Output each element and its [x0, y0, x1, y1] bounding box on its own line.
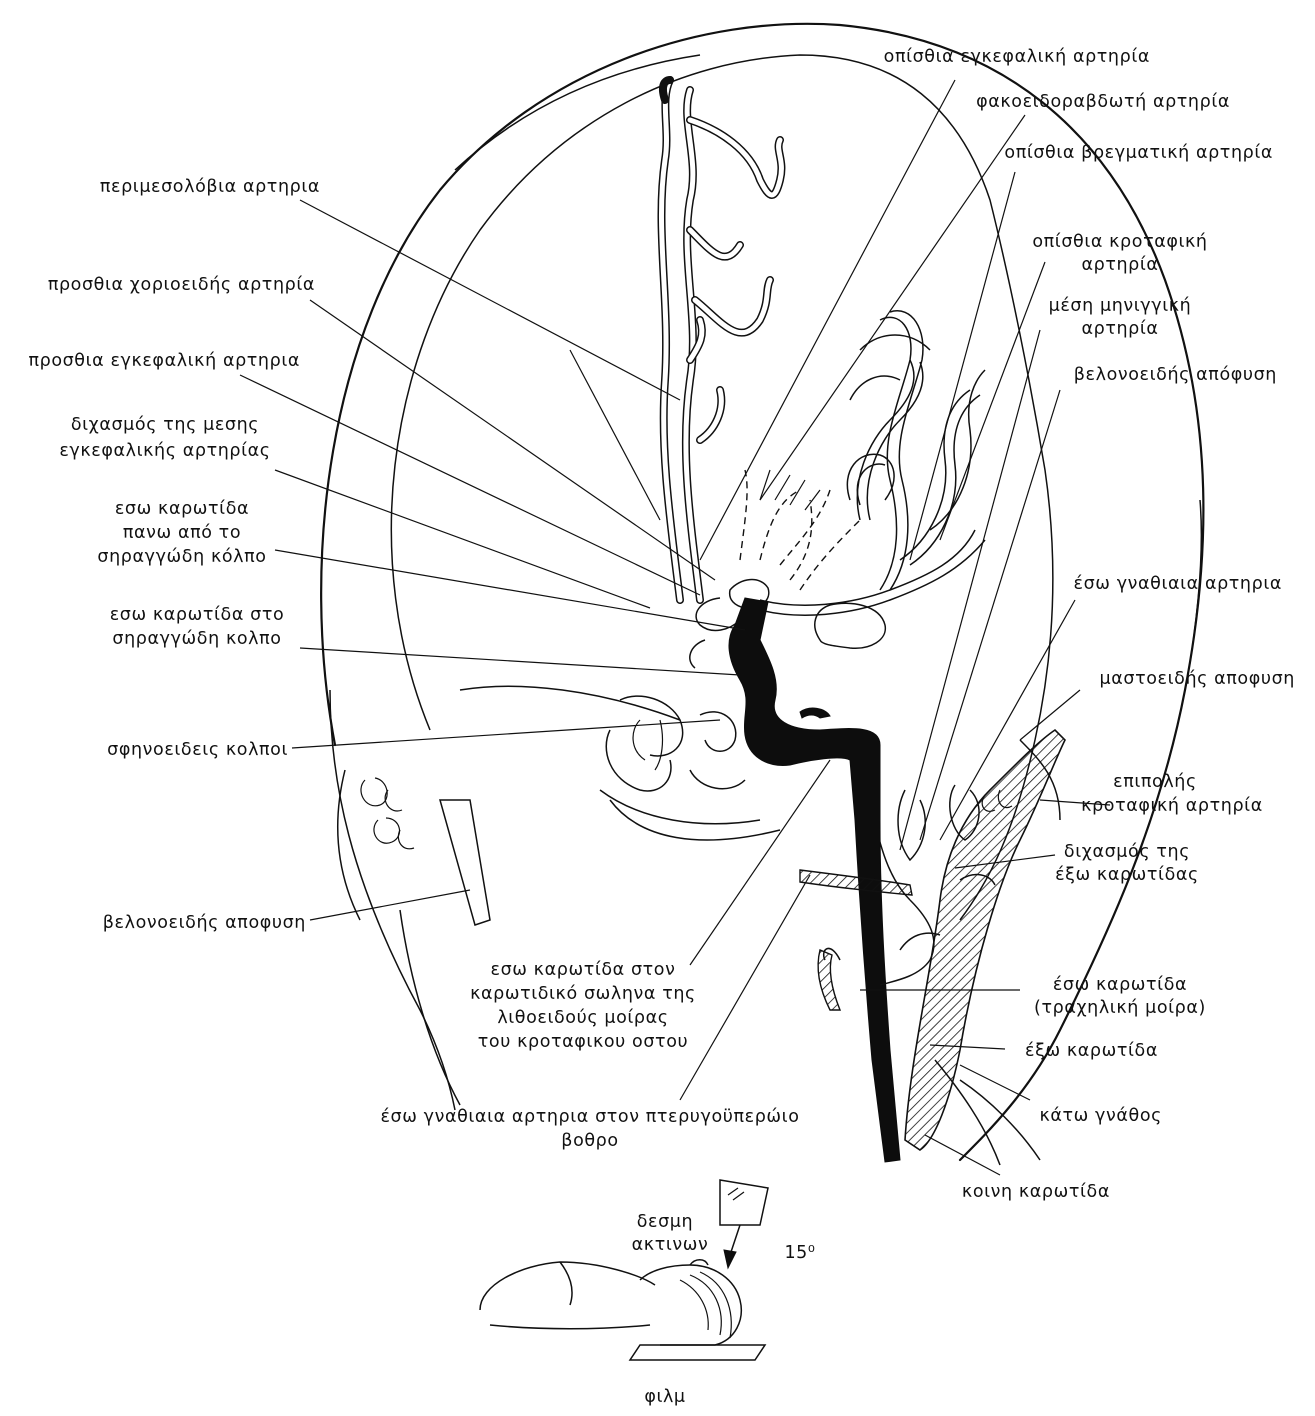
label-middle-meningeal-2: αρτηρία [1081, 319, 1158, 339]
label-styloid-process-lower: βελονοειδής αποφυση [103, 913, 306, 933]
label-superficial-temporal-2: κροταφική αρτηρία [1081, 796, 1263, 816]
label-ica-above-sinus-3: σηραγγώδη κόλπο [97, 547, 266, 567]
label-film: φιλμ [644, 1387, 685, 1407]
label-ica-in-sinus-1: εσω καρωτίδα στο [110, 605, 285, 625]
label-anterior-cerebral-artery: προσθια εγκεφαλική αρτηρια [28, 351, 300, 371]
patient-figure [480, 1260, 765, 1360]
anterior-cerebral-branches [661, 80, 781, 600]
label-ica-canal-1: εσω καρωτίδα στον [491, 960, 676, 980]
label-styloid-process-upper: βελονοειδής απόφυση [1074, 365, 1277, 385]
label-mca-bifurcation-1: διχασμός της μεσης [71, 415, 259, 435]
label-posterior-parietal-artery: οπίσθια βρεγματική αρτηρία [1004, 143, 1273, 163]
label-ica-canal-2: καρωτιδικό σωληνα της [470, 984, 696, 1004]
label-mca-bifurcation-2: εγκεφαλικής αρτηρίας [59, 441, 270, 461]
label-posterior-temporal-1: οπίσθια κροταφική [1032, 232, 1207, 252]
label-internal-maxillary-fossa-1: έσω γναθιαια αρτηρια στον πτερυγοϋπερώιο [380, 1107, 799, 1127]
x-ray-tube [720, 1180, 768, 1268]
sphenoid-sinus-shapes [606, 696, 745, 791]
label-lenticulostriate-artery: φακοειδοραβδωτή αρτηρία [976, 92, 1230, 112]
label-middle-meningeal-1: μέση μηνιγγική [1049, 296, 1192, 316]
label-anterior-choroidal-artery: προσθια χοριοειδής αρτηρία [48, 275, 315, 295]
label-eca-bifurcation-1: διχασμός της [1064, 842, 1190, 862]
label-external-carotid: έξω καρωτίδα [1025, 1041, 1158, 1061]
label-ica-cervical-2: (τραχηλική μοίρα) [1034, 998, 1206, 1018]
label-ica-canal-4: του κροταφικου οστου [478, 1032, 688, 1052]
label-ica-above-sinus-1: εσω καρωτίδα [115, 499, 249, 519]
label-pericallosal-artery: περιμεσολόβια αρτηρια [100, 177, 320, 197]
label-angle: 15⁰ [784, 1243, 815, 1263]
label-mandible: κάτω γνάθος [1039, 1106, 1162, 1126]
label-internal-maxillary-fossa-2: βοθρο [561, 1131, 618, 1151]
leader-lines [240, 80, 1110, 1175]
label-x-ray-beam-2: ακτινων [632, 1235, 709, 1255]
label-sphenoid-sinuses: σφηνοειδεις κολποι [107, 740, 288, 760]
label-posterior-temporal-2: αρτηρία [1081, 255, 1158, 275]
label-superficial-temporal-1: επιπολής [1113, 772, 1197, 792]
label-ica-above-sinus-2: πανω από το [123, 523, 241, 543]
middle-cerebral-branches [760, 311, 985, 648]
label-x-ray-beam-1: δεσμη [637, 1212, 693, 1232]
lenticulostriate-dashed [740, 470, 860, 590]
label-common-carotid: κοινη καρωτίδα [962, 1182, 1110, 1202]
label-internal-maxillary-artery: έσω γναθιαια αρτηρια [1074, 574, 1282, 594]
label-ica-cervical-1: έσω καρωτίδα [1053, 975, 1187, 995]
label-eca-bifurcation-2: έξω καρωτίδας [1055, 865, 1199, 885]
label-ica-canal-3: λιθοειδούς μοίρας [497, 1008, 668, 1028]
label-ica-in-sinus-2: σηραγγώδη κολπο [112, 629, 281, 649]
label-mastoid-process: μαστοειδής αποφυση [1100, 669, 1295, 689]
label-posterior-cerebral-artery: οπίσθια εγκεφαλική αρτηρία [884, 47, 1150, 67]
